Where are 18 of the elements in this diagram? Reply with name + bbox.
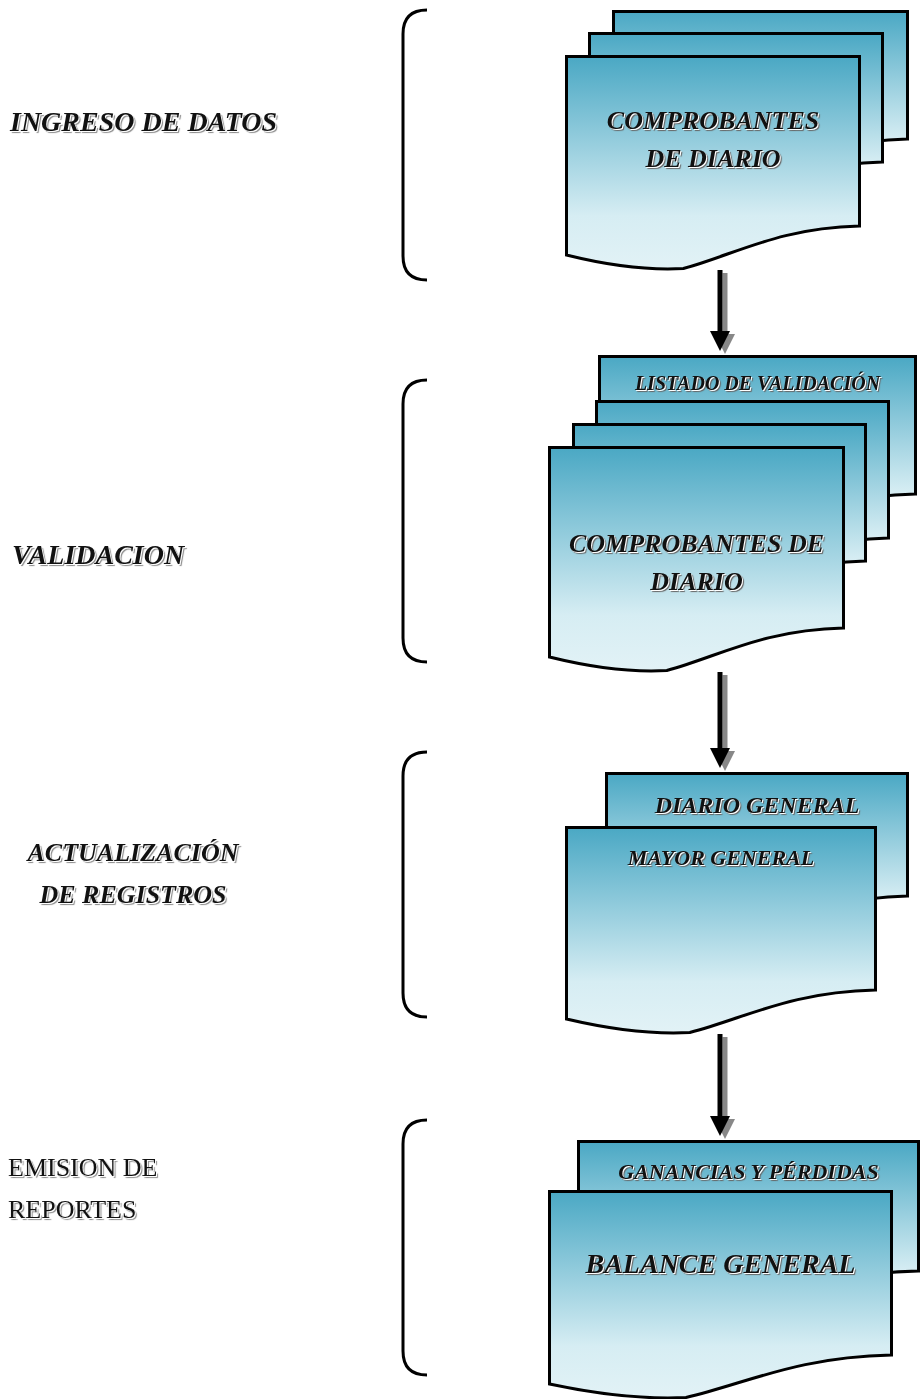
document-title: COMPROBANTES DE DIARIO: [605, 105, 821, 175]
document-stack: [548, 355, 917, 672]
stage-label: VALIDACION: [12, 538, 186, 572]
document-stack: [565, 772, 909, 1034]
arrow: [710, 270, 730, 351]
document-title: BALANCE GENERAL: [584, 1247, 857, 1281]
document-stack: [565, 10, 909, 270]
document-title: COMPROBANTES DE DIARIO: [568, 528, 825, 598]
document-title: LISTADO DE VALIDACIÓN: [633, 370, 882, 396]
stage-label: INGRESO DE DATOS: [10, 105, 279, 139]
document-title: GANANCIAS Y PÉRDIDAS: [617, 1158, 880, 1186]
arrow: [710, 1034, 730, 1136]
document-stack: [548, 1140, 920, 1399]
stage-label: ACTUALIZACIÓN DE REGISTROS: [25, 837, 241, 911]
document-title: DIARIO GENERAL: [653, 791, 861, 820]
arrow: [710, 672, 730, 768]
document-title: MAYOR GENERAL: [626, 844, 816, 872]
stage-label: EMISION DE REPORTES: [8, 1152, 158, 1226]
